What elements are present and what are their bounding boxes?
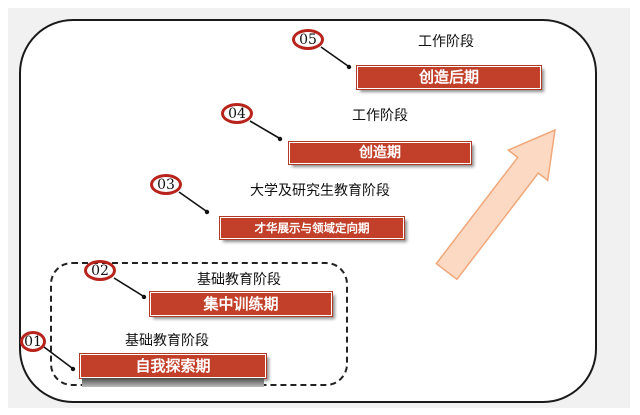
stage-01-number-badge: 01 — [20, 331, 46, 352]
stage-05-label-bar: 创造后期 — [356, 65, 542, 90]
connector-dot-05 — [346, 64, 352, 70]
connector-dot-03 — [204, 209, 210, 215]
stage-03-label-bar: 才华展示与领域定向期 — [219, 216, 405, 240]
stage-01-caption: 基础教育阶段 — [125, 333, 209, 349]
connector-dot-02 — [141, 294, 147, 300]
stage-01-label-bar: 自我探索期 — [79, 353, 267, 379]
connector-dot-01 — [70, 366, 76, 372]
connector-line-02 — [113, 277, 144, 297]
stage-03-caption: 大学及研究生教育阶段 — [250, 183, 390, 199]
connector-line-01 — [43, 346, 73, 369]
stage-03-number-badge: 03 — [150, 174, 182, 195]
stage-02-caption: 基础教育阶段 — [197, 272, 281, 288]
connector-line-05 — [320, 46, 349, 67]
connector-line-03 — [178, 191, 207, 212]
stage-01-underline — [82, 378, 264, 387]
stage-04-caption: 工作阶段 — [352, 108, 408, 124]
connector-dot-04 — [277, 136, 283, 142]
stage-04-number-badge: 04 — [221, 103, 253, 124]
stage-04-label-bar: 创造期 — [288, 141, 472, 165]
stage-02-number-badge: 02 — [84, 260, 116, 281]
stage-02-label-bar: 集中训练期 — [149, 291, 333, 317]
growth-arrow — [435, 128, 556, 281]
connector-line-04 — [249, 120, 280, 139]
stage-05-number-badge: 05 — [292, 29, 324, 50]
stage-05-caption: 工作阶段 — [418, 34, 474, 50]
